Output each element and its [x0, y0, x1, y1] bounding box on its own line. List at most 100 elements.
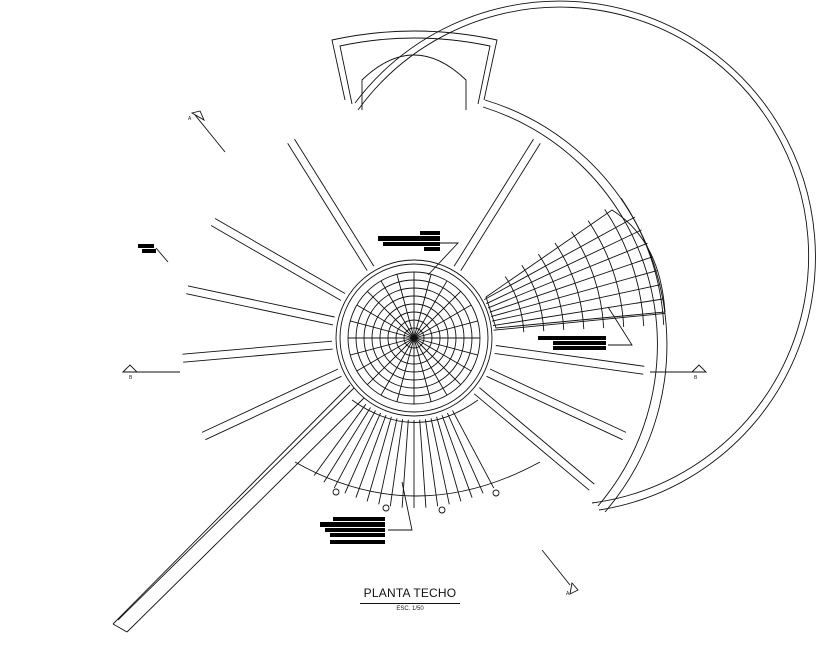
section-arrow-b-left	[121, 364, 139, 373]
dome-spoke	[413, 280, 448, 339]
fan-step	[424, 419, 439, 507]
radial-beam	[201, 368, 339, 433]
redacted-note-bottom	[330, 533, 385, 537]
grid-arc	[554, 242, 585, 330]
radial-beam	[183, 348, 333, 363]
outer-wall-arc	[354, 0, 816, 511]
dome-spoke	[413, 337, 478, 356]
dome-spoke	[413, 274, 432, 339]
redacted-note-center	[424, 247, 440, 251]
grid-arc	[521, 265, 545, 332]
redacted-note-right	[538, 336, 606, 340]
dome-spoke	[413, 337, 472, 372]
outer-wall-right-arc-inner	[482, 106, 658, 507]
redacted-note-bottom	[325, 528, 385, 532]
section-label-a-top: A	[188, 116, 192, 122]
redacted-note-bottom	[320, 522, 385, 527]
dome-spoke	[350, 337, 415, 356]
section-label-b-right: B	[694, 375, 698, 381]
fan-step	[366, 416, 392, 502]
dome-spoke	[413, 320, 478, 339]
fan-step	[333, 410, 376, 489]
redacted-note-bottom	[330, 540, 385, 544]
fan-step	[378, 418, 398, 505]
fan-step	[355, 414, 387, 498]
dome-spoke	[413, 304, 472, 339]
column-marker	[438, 506, 446, 514]
grid-arc	[587, 220, 625, 328]
fan-step	[436, 416, 462, 502]
radial-beam	[473, 393, 590, 491]
grid-radial	[489, 256, 653, 313]
dome-spoke	[366, 290, 415, 339]
dome-spoke	[413, 290, 462, 339]
dome-spoke	[350, 320, 415, 339]
redacted-note-center	[383, 242, 440, 246]
grid-arc	[571, 231, 605, 329]
fan-step	[344, 412, 382, 494]
grid-arc	[538, 253, 565, 331]
entrance-bay-inner	[339, 37, 491, 105]
column-marker	[332, 488, 340, 496]
radial-beam	[489, 368, 627, 433]
drawing-scale: ESC. 1/50	[396, 606, 424, 612]
section-label-b-left: B	[129, 375, 133, 381]
section-arrow-a-top	[190, 110, 205, 122]
fan-step	[419, 419, 427, 508]
fan-step	[430, 418, 450, 505]
section-line-a-top	[194, 114, 226, 153]
radial-beam	[187, 285, 335, 318]
dome-spoke	[366, 337, 415, 386]
fan-step	[441, 414, 473, 498]
dome-spoke	[380, 280, 415, 339]
grid-radial	[492, 298, 664, 327]
redacted-note-right	[553, 346, 606, 350]
fan-step	[323, 407, 371, 483]
column-marker	[492, 489, 500, 497]
radial-beam	[479, 387, 595, 485]
dome-spoke	[413, 337, 462, 386]
dome-spoke	[413, 337, 448, 396]
steps-inner-arc	[351, 399, 479, 423]
dome-spoke	[396, 274, 415, 339]
ramp	[112, 384, 365, 633]
fan-step	[401, 419, 409, 508]
section-label-a-bottom: A	[566, 591, 570, 597]
grid-sector-boundary	[485, 209, 666, 329]
outer-wall-right-arc	[484, 99, 668, 513]
entrance-bay	[331, 30, 498, 101]
grid-radial	[487, 242, 648, 309]
redacted-note-center	[420, 231, 440, 235]
section-arrow-b-right	[690, 364, 708, 373]
radial-beam	[210, 225, 342, 301]
grid-arc	[620, 197, 665, 325]
drawing-title: PLANTA TECHO	[363, 586, 457, 600]
redacted-note-left	[138, 244, 154, 248]
dome-spoke	[413, 337, 432, 402]
outer-wall-arc-inner	[357, 6, 810, 504]
note-leader-right	[607, 306, 633, 346]
redacted-note-left	[142, 249, 156, 253]
redacted-note-right	[553, 341, 606, 345]
radial-beam	[182, 340, 333, 355]
entrance-arch	[361, 54, 467, 110]
grid-arc	[504, 276, 525, 333]
dome-spoke	[356, 304, 415, 339]
grid-radial	[492, 284, 661, 322]
grid-radial	[486, 229, 642, 305]
redacted-note-bottom	[333, 517, 385, 521]
section-line-a-bottom	[541, 549, 571, 586]
section-arrow-a-bottom	[569, 581, 579, 595]
dome-edge-ring	[339, 263, 489, 413]
radial-beam	[494, 352, 644, 375]
note-leader-left	[155, 247, 169, 263]
radial-beam	[214, 218, 346, 294]
radial-beam	[287, 143, 368, 271]
radial-beam	[495, 345, 645, 367]
dome-spoke	[356, 337, 415, 372]
grid-radial	[493, 312, 665, 331]
note-leader-center	[427, 242, 460, 276]
fan-step	[389, 419, 404, 507]
grid-radial	[483, 216, 636, 300]
